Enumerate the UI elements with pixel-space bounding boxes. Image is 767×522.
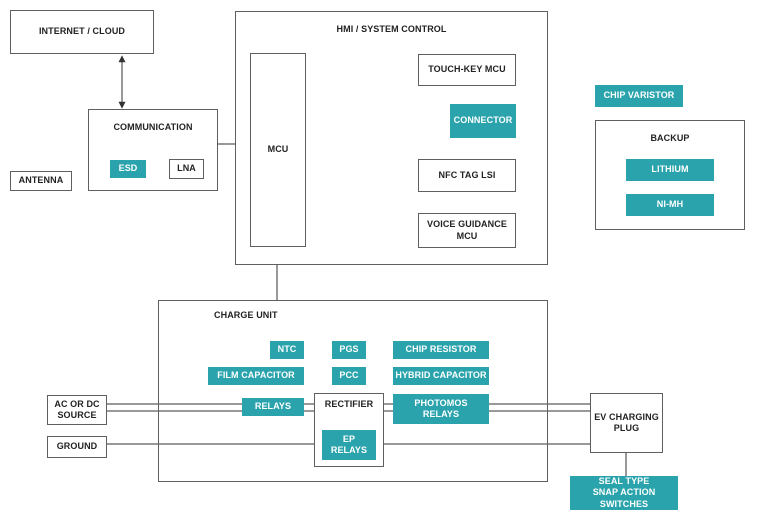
ac-dc-source-box: AC OR DC SOURCE (47, 395, 107, 425)
relays-label: RELAYS (254, 401, 292, 412)
pcc-box: PCC (332, 367, 366, 385)
film-capacitor-label: FILM CAPACITOR (217, 370, 295, 381)
touch-key-mcu-label: TOUCH-KEY MCU (428, 64, 506, 75)
nimh-box: Ni-MH (626, 194, 714, 216)
hybrid-capacitor-box: HYBRID CAPACITOR (393, 367, 489, 385)
ground-label: GROUND (56, 441, 98, 452)
ac-dc-source-label: AC OR DC SOURCE (54, 398, 100, 420)
ep-relays-label: EP RELAYS (330, 433, 368, 455)
seal-type-switches-box: SEAL TYPE SNAP ACTION SWITCHES (570, 476, 678, 510)
mcu-box: MCU (250, 53, 306, 247)
ntc-box: NTC (270, 341, 304, 359)
seal-type-switches-label: SEAL TYPE SNAP ACTION SWITCHES (592, 476, 656, 509)
mcu-label: MCU (267, 144, 289, 155)
nfc-tag-lsi-box: NFC TAG LSI (418, 159, 516, 192)
nimh-label: Ni-MH (656, 199, 684, 210)
charge-unit-box: CHARGE UNIT (158, 300, 548, 482)
hmi-title: HMI / SYSTEM CONTROL (336, 24, 447, 34)
rectifier-label: RECTIFIER (324, 399, 374, 409)
connector-box: CONNECTOR (450, 104, 516, 138)
lithium-label: LITHIUM (651, 164, 689, 175)
ep-relays-box: EP RELAYS (322, 430, 376, 460)
antenna-box: ANTENNA (10, 171, 72, 191)
internet-cloud-label: INTERNET / CLOUD (38, 26, 126, 37)
lithium-box: LITHIUM (626, 159, 714, 181)
esd-label: ESD (118, 163, 138, 174)
voice-guidance-mcu-box: VOICE GUIDANCE MCU (418, 213, 516, 248)
pgs-box: PGS (332, 341, 366, 359)
film-capacitor-box: FILM CAPACITOR (208, 367, 304, 385)
relays-box: RELAYS (242, 398, 304, 416)
ev-charging-plug-label: EV CHARGING PLUG (594, 411, 659, 433)
ground-box: GROUND (47, 436, 107, 458)
chip-resistor-label: CHIP RESISTOR (405, 344, 477, 355)
internet-cloud-box: INTERNET / CLOUD (10, 10, 154, 54)
connector-label: CONNECTOR (453, 115, 513, 126)
pgs-label: PGS (339, 344, 359, 355)
hybrid-capacitor-label: HYBRID CAPACITOR (395, 370, 487, 381)
charge-unit-title: CHARGE UNIT (214, 310, 278, 320)
pcc-label: PCC (339, 370, 359, 381)
esd-box: ESD (110, 160, 146, 178)
photomos-relays-box: PHOTOMOS RELAYS (393, 394, 489, 424)
nfc-tag-lsi-label: NFC TAG LSI (438, 169, 496, 180)
chip-resistor-box: CHIP RESISTOR (393, 341, 489, 359)
lna-label: LNA (177, 163, 196, 174)
lna-box: LNA (169, 159, 204, 179)
antenna-label: ANTENNA (18, 175, 64, 186)
chip-varistor-label: CHIP VARISTOR (603, 90, 675, 101)
touch-key-mcu-box: TOUCH-KEY MCU (418, 54, 516, 86)
chip-varistor-box: CHIP VARISTOR (595, 85, 683, 107)
ntc-label: NTC (277, 344, 297, 355)
voice-guidance-mcu-label: VOICE GUIDANCE MCU (427, 219, 507, 241)
photomos-relays-label: PHOTOMOS RELAYS (414, 397, 468, 419)
backup-title: BACKUP (650, 133, 690, 143)
ev-charging-plug-box: EV CHARGING PLUG (590, 393, 663, 453)
communication-title: COMMUNICATION (113, 122, 193, 132)
